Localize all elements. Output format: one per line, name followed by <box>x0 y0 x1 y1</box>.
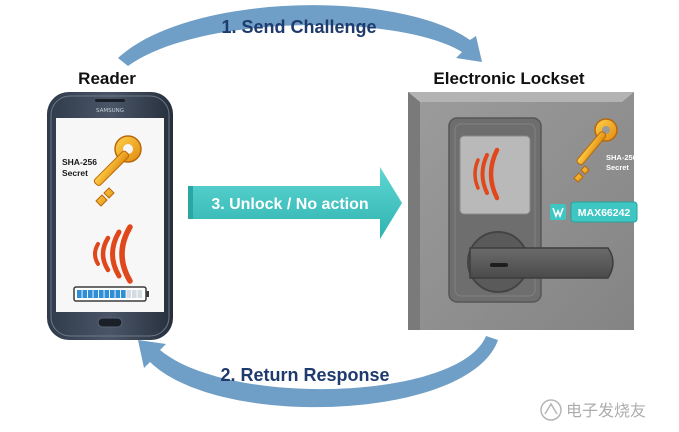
watermark-text: 电子发烧友 <box>566 401 646 420</box>
phone-brand: SAMSUNG <box>96 108 124 114</box>
home-button <box>97 317 123 328</box>
reader-phone: SAMSUNG <box>47 92 173 340</box>
battery-segment <box>115 290 121 298</box>
return-response-label: 2. Return Response <box>220 365 389 385</box>
reader-secret-line2: Secret <box>62 168 88 178</box>
battery-segment <box>126 290 132 298</box>
reader-secret-line1: SHA-256 <box>62 157 97 167</box>
return-response-arrow <box>138 336 498 408</box>
lockset-key-icon <box>573 118 618 183</box>
battery-segment <box>77 290 82 298</box>
unlock-label: 3. Unlock / No action <box>211 196 368 213</box>
battery-segment <box>93 290 99 298</box>
battery-segment <box>132 290 137 298</box>
keyhole-icon <box>490 263 508 267</box>
phone-screen <box>56 118 164 312</box>
battery-segment <box>82 290 88 298</box>
battery-segment <box>88 290 93 298</box>
battery-segment <box>99 290 104 298</box>
battery-segment <box>110 290 115 298</box>
lockset-secret-line1: SHA-256 <box>606 153 637 162</box>
watermark: 电子发烧友 <box>540 399 646 421</box>
lock-handle <box>467 231 614 293</box>
lockset-title: Electronic Lockset <box>433 69 585 88</box>
reader-title: Reader <box>78 69 136 88</box>
unlock-arrow <box>188 167 402 239</box>
lockset-secret-line2: Secret <box>606 163 629 172</box>
send-challenge-arrow <box>118 5 482 66</box>
reader-battery-bar <box>73 286 149 302</box>
chip-badge <box>550 201 638 223</box>
reader-rfid-waves-icon <box>93 224 133 284</box>
reader-key-icon <box>93 135 142 207</box>
battery-segment <box>137 290 143 298</box>
battery-segment <box>121 290 126 298</box>
lock-reader-pad <box>459 135 531 215</box>
send-challenge-label: 1. Send Challenge <box>221 17 376 37</box>
chip-label: MAX66242 <box>578 207 631 219</box>
lock-rfid-waves-icon <box>473 147 500 201</box>
battery-segment <box>104 290 110 298</box>
